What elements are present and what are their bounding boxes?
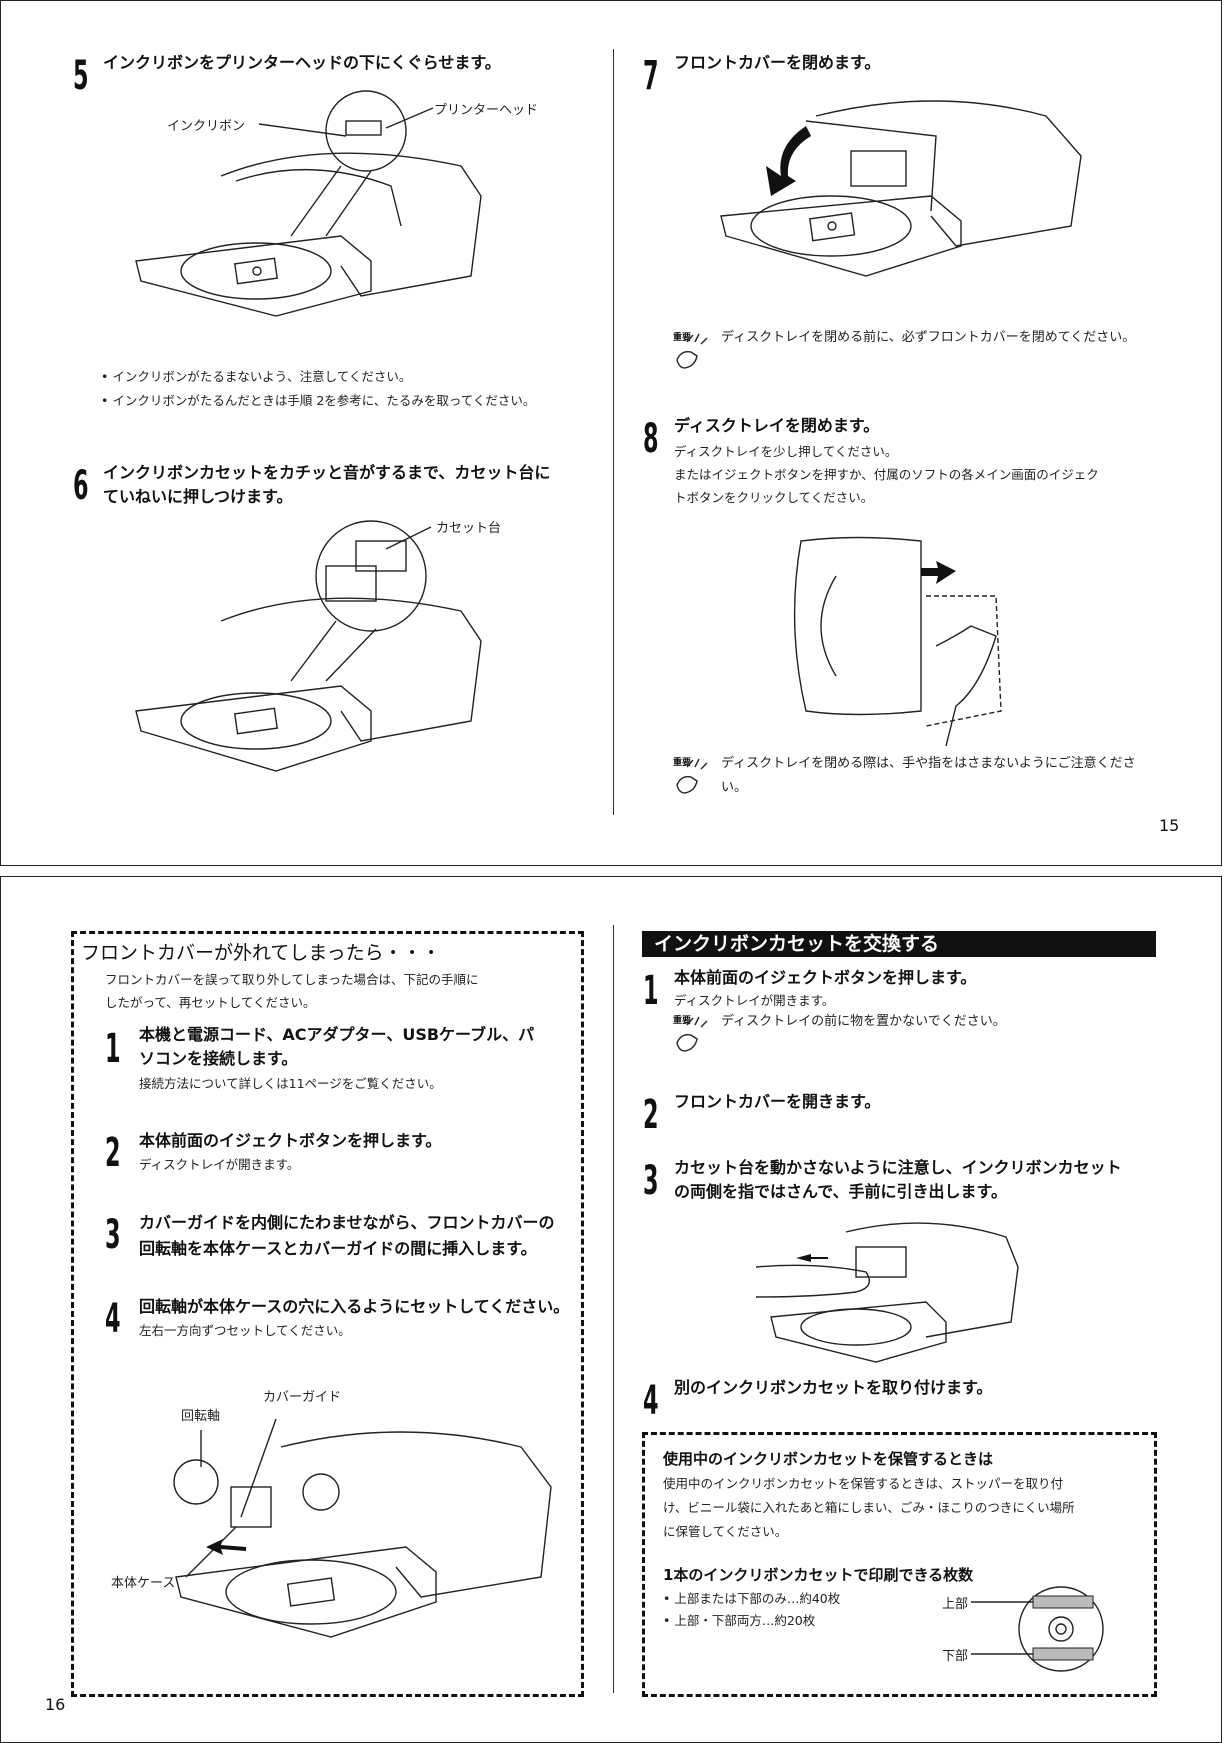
important-label: 重要	[673, 758, 692, 768]
column-divider	[613, 49, 614, 815]
step-title-line1: 本機と電源コード、ACアダプター、USBケーブル、パ	[139, 1025, 535, 1044]
callout-ink-ribbon: インクリボン	[167, 119, 246, 134]
important-icon: 重要	[673, 1013, 717, 1055]
callout-printer-head: プリンターヘッド	[434, 103, 539, 118]
printer-illustration	[135, 90, 482, 317]
box-body: 使用中のインクリボンカセットを保管するときは、ストッパーを取り付	[663, 1476, 1064, 1491]
step-number: 5	[73, 53, 89, 99]
storage-info-box	[642, 1432, 1157, 1697]
step-title: ディスクトレイを閉めます。	[674, 416, 880, 435]
important-icon: 重要	[673, 755, 717, 797]
step-title-line1: カバーガイドを内側にたわませながら、フロントカバーの	[139, 1213, 555, 1232]
callout-cassette-base: カセット台	[436, 521, 502, 536]
important-note-line2: い。	[721, 780, 748, 795]
step-number: 8	[643, 416, 659, 462]
step-title: フロントカバーを開きます。	[674, 1092, 881, 1111]
step-title-line2: ソコンを接続します。	[139, 1049, 298, 1068]
box-body: け、ビニール袋に入れたあと箱にしまい、ごみ・ほこりのつきにくい場所	[663, 1500, 1075, 1515]
callout-body-case: 本体ケース	[111, 1576, 176, 1591]
pull-cassette-illustration	[755, 1222, 1019, 1363]
column-divider	[613, 925, 614, 1693]
front-cover-box	[71, 931, 584, 1697]
label-top: 上部	[942, 1597, 969, 1612]
step-number: 1	[643, 968, 659, 1014]
list-item: • 上部・下部両方…約20枚	[663, 1613, 816, 1628]
page-number: 16	[45, 1695, 66, 1714]
close-front-cover-illustration	[720, 100, 1082, 277]
step-sub: またはイジェクトボタンを押すか、付属のソフトの各メイン画面のイジェク	[674, 467, 1099, 482]
box-heading: 使用中のインクリボンカセットを保管するときは	[663, 1450, 994, 1468]
important-icon: 重要	[673, 330, 717, 372]
box-heading: 1本のインクリボンカセットで印刷できる枚数	[663, 1566, 974, 1584]
step-title: フロントカバーを閉めます。	[674, 53, 881, 72]
box-intro: フロントカバーを誤って取り外してしまった場合は、下記の手順に	[105, 972, 479, 987]
step-title: インクリボンをプリンターヘッドの下にくぐらせます。	[103, 53, 501, 72]
step-sub: 左右一方向ずつセットしてください。	[139, 1323, 351, 1338]
step-number: 4	[105, 1296, 121, 1342]
important-note: ディスクトレイを閉める前に、必ずフロントカバーを閉めてください。	[721, 330, 1136, 345]
step-title-line2: 回転軸を本体ケースとカバーガイドの間に挿入します。	[139, 1239, 537, 1258]
page-number: 15	[1159, 816, 1180, 835]
close-tray-illustration	[793, 536, 1002, 747]
important-note-line1: ディスクトレイを閉める際は、手や指をはさまないようにご注意くださ	[721, 756, 1136, 771]
step-number: 3	[105, 1212, 121, 1258]
step-sub: トボタンをクリックしてください。	[674, 490, 874, 505]
page-16: フロントカバーが外れてしまったら・・・ フロントカバーを誤って取り外してしまった…	[0, 876, 1222, 1743]
important-note: ディスクトレイの前に物を置かないでください。	[721, 1014, 1006, 1029]
important-label: 重要	[673, 333, 692, 343]
step-number: 2	[643, 1092, 659, 1138]
step-title: 本体前面のイジェクトボタンを押します。	[139, 1131, 442, 1150]
step-title-line1: インクリボンカセットをカチッと音がするまで、カセット台に	[103, 463, 551, 482]
box-title: フロントカバーが外れてしまったら・・・	[81, 941, 447, 965]
callout-rotation-axis: 回転軸	[181, 1409, 221, 1424]
bullet-item: • インクリボンがたるまないよう、注意してください。	[101, 369, 412, 384]
front-cover-reattach-illustration	[173, 1418, 552, 1638]
step-number: 4	[643, 1378, 659, 1424]
step-title-line2: ていねいに押しつけます。	[103, 487, 293, 506]
step-sub: ディスクトレイが開きます。	[139, 1157, 300, 1172]
page-15: 5 インクリボンをプリンターヘッドの下にくぐらせます。 インクリボン プリンター…	[0, 0, 1222, 866]
step-title: 回転軸が本体ケースの穴に入るようにセットしてください。	[139, 1297, 570, 1316]
box-intro: したがって、再セットしてください。	[105, 995, 316, 1010]
bullet-item: • インクリボンがたるんだときは手順 2を参考に、たるみを取ってください。	[101, 393, 536, 408]
list-item: • 上部または下部のみ…約40枚	[663, 1591, 841, 1606]
label-bottom: 下部	[942, 1649, 969, 1664]
section-title-bar: インクリボンカセットを交換する	[642, 931, 1156, 957]
step-title: 別のインクリボンカセットを取り付けます。	[674, 1378, 993, 1397]
callout-cover-guide: カバーガイド	[263, 1390, 342, 1405]
step-sub: ディスクトレイが開きます。	[674, 993, 835, 1008]
box-body: に保管してください。	[663, 1524, 788, 1539]
step-title-line2: の両側を指ではさんで、手前に引き出します。	[674, 1182, 1007, 1201]
step-title: 本体前面のイジェクトボタンを押します。	[674, 968, 977, 987]
step-number: 6	[73, 463, 89, 509]
step-title-line1: カセット台を動かさないように注意し、インクリボンカセット	[674, 1158, 1122, 1177]
step-number: 3	[643, 1158, 659, 1204]
step-number: 2	[105, 1130, 121, 1176]
step-number: 1	[105, 1026, 121, 1072]
ribbon-disc-diagram	[971, 1586, 1104, 1672]
step-sub: ディスクトレイを少し押してください。	[674, 444, 898, 459]
step-number: 7	[643, 53, 659, 99]
important-label: 重要	[673, 1016, 692, 1026]
step-sub: 接続方法について詳しくは11ページをご覧ください。	[139, 1076, 442, 1091]
cassette-illustration	[135, 520, 482, 772]
